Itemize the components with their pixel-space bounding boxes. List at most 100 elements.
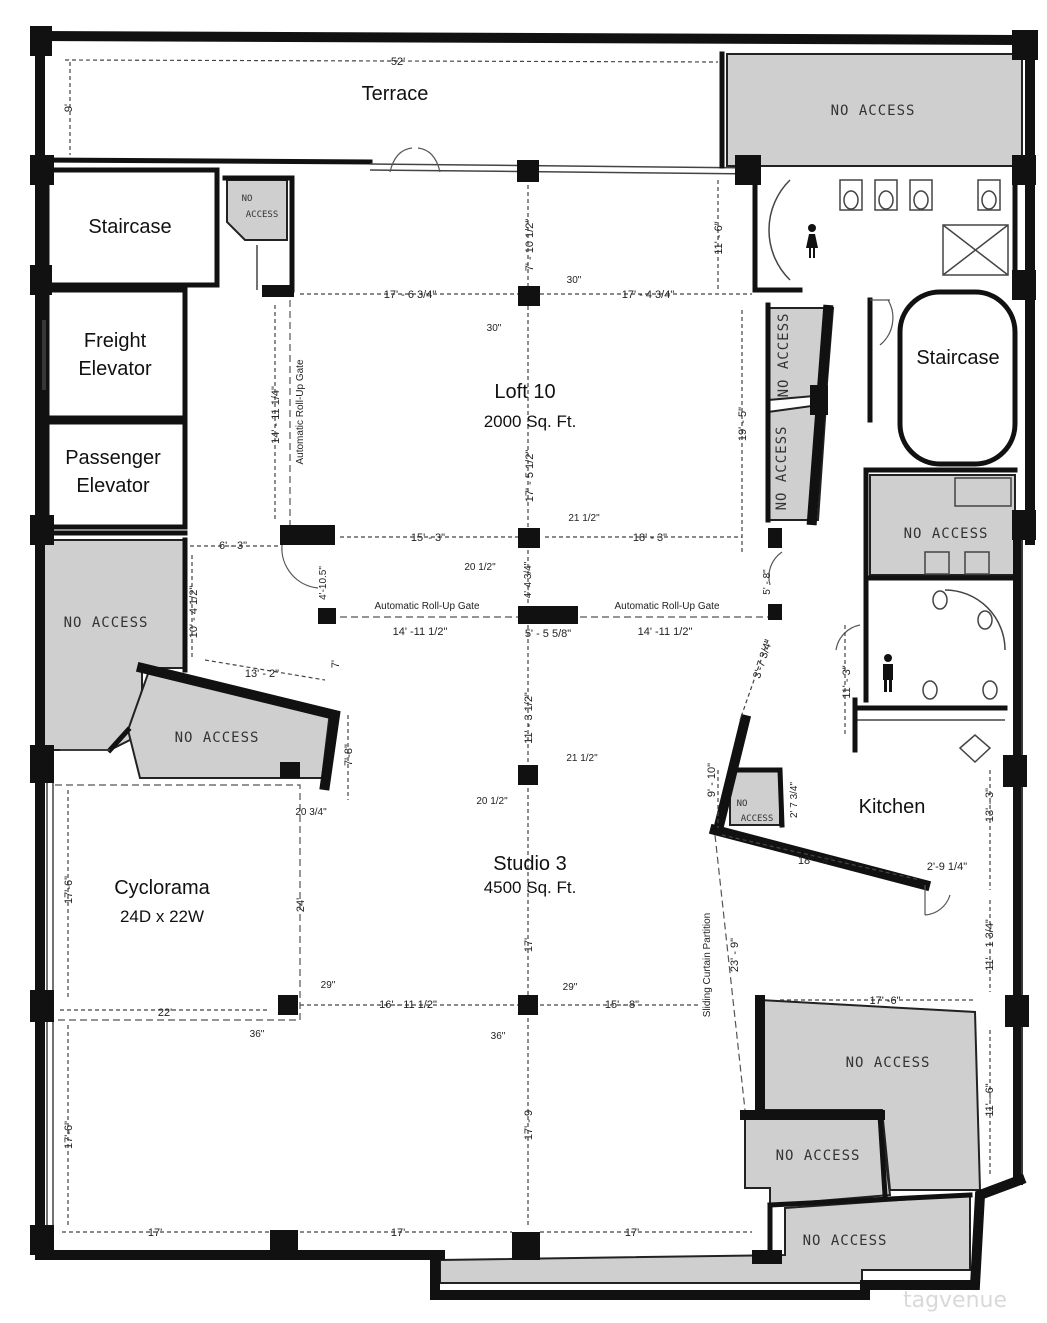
dim-label: 7'-8" bbox=[343, 744, 355, 766]
dim-label: 17' bbox=[625, 1227, 639, 1239]
passenger-label-1: Passenger bbox=[65, 447, 161, 469]
dim-label: 17' - 4 3/4" bbox=[622, 289, 675, 301]
dim-label: 3'-7 3/4" bbox=[751, 638, 775, 680]
dim-label: 20 1/2" bbox=[476, 796, 508, 807]
dim-label: 14' -11 1/2" bbox=[638, 626, 693, 638]
dim-label: 14' -11 1/2" bbox=[393, 626, 448, 638]
no-access-top-right bbox=[726, 53, 1023, 167]
gate-labels: Automatic Roll-Up Gate Automatic Roll-Up… bbox=[295, 359, 720, 1017]
dim-label: 17' - 5 1/2" bbox=[524, 450, 536, 503]
no-access-label: NO ACCESS bbox=[904, 526, 989, 542]
restroom-fixtures bbox=[768, 179, 1009, 700]
gate-lines bbox=[55, 300, 768, 1111]
freight-label-1: Freight bbox=[84, 330, 147, 352]
dim-label: 5' - 5 5/8" bbox=[525, 628, 571, 640]
dim-label: 24' bbox=[295, 898, 307, 912]
dim-label: 23' - 9" bbox=[729, 938, 741, 972]
no-access-areas bbox=[41, 53, 1023, 1284]
loft-name: Loft 10 bbox=[494, 381, 555, 403]
dim-label: 11' - 3 1/2" bbox=[523, 692, 535, 744]
terrace-label: Terrace bbox=[362, 83, 429, 105]
no-access-label: NO ACCESS bbox=[175, 730, 260, 746]
no-access-label: NO ACCESS bbox=[774, 426, 790, 511]
studio-name: Studio 3 bbox=[493, 853, 566, 875]
no-access-small-label: ACCESS bbox=[741, 814, 774, 824]
no-access-label: NO ACCESS bbox=[64, 615, 149, 631]
dim-label: 7' bbox=[330, 660, 342, 668]
left-core-walls bbox=[37, 167, 295, 536]
no-access-small-label: ACCESS bbox=[246, 210, 279, 220]
loft-area: 2000 Sq. Ft. bbox=[484, 412, 577, 431]
dim-label: 7' - 10 1/2" bbox=[524, 219, 536, 272]
dim-label: 21 1/2" bbox=[566, 753, 598, 764]
dim-label: 17' bbox=[523, 938, 535, 952]
dim-label: 11' - 6" bbox=[984, 1083, 996, 1116]
kitchen-sink bbox=[958, 734, 992, 764]
dim-label: 17' bbox=[148, 1227, 162, 1239]
dim-label: 36" bbox=[491, 1031, 506, 1042]
cyclorama-size: 24D x 22W bbox=[120, 907, 204, 926]
dim-label: 14' - 11 1/4" bbox=[270, 386, 282, 444]
passenger-label-2: Elevator bbox=[76, 475, 150, 497]
dim-label: 9' bbox=[63, 104, 75, 112]
dim-label: 17' - 6 3/4" bbox=[384, 289, 437, 301]
no-access-mid-right bbox=[869, 474, 1016, 576]
freight-label-2: Elevator bbox=[78, 358, 152, 380]
no-access-small-label: NO bbox=[737, 799, 748, 809]
dim-label: 13' - 3" bbox=[984, 788, 996, 822]
watermark: tagvenue bbox=[903, 1288, 1007, 1313]
staircase-left-label: Staircase bbox=[88, 216, 171, 238]
dim-label: 10' - 4 1/2" bbox=[188, 586, 200, 639]
staircase-right-label: Staircase bbox=[916, 347, 999, 369]
interior-walls bbox=[60, 302, 973, 1258]
no-access-label: NO ACCESS bbox=[776, 313, 792, 398]
curtain-partition-label: Sliding Curtain Partition bbox=[702, 913, 713, 1018]
dimension-labels: 52' 9' 17' - 6 3/4" 17' - 4 3/4" 7' - 10… bbox=[63, 56, 996, 1239]
no-access-label: NO ACCESS bbox=[846, 1055, 931, 1071]
roll-up-gate-label: Automatic Roll-Up Gate bbox=[374, 601, 479, 612]
watermark-text: tagvenue bbox=[903, 1288, 1007, 1313]
woman-icon bbox=[806, 224, 818, 258]
dim-label: 11' - 1 3/4" bbox=[984, 919, 996, 971]
dimension-lines bbox=[60, 59, 991, 1233]
roll-up-gate-label: Automatic Roll-Up Gate bbox=[295, 359, 306, 464]
kitchen-label: Kitchen bbox=[859, 796, 926, 818]
dim-label: 4'-4 3/4" bbox=[523, 561, 534, 598]
dim-label: 17' -6" bbox=[869, 995, 900, 1007]
dim-label: 18' - 3" bbox=[633, 532, 667, 544]
man-icon bbox=[883, 654, 893, 692]
dim-label: 13' - 2" bbox=[245, 668, 279, 680]
dim-label: 9' - 10" bbox=[706, 763, 718, 797]
dim-label: 15' - 3" bbox=[411, 532, 445, 544]
dim-label: 17'-6" bbox=[63, 1121, 75, 1149]
dim-label: 16' - 11 1/2" bbox=[379, 999, 437, 1011]
right-core-walls bbox=[752, 167, 1018, 753]
dim-label: 52' bbox=[391, 56, 405, 68]
dim-label: 2' 7 3/4" bbox=[789, 782, 800, 818]
dim-label: 11' - 3" bbox=[841, 665, 853, 698]
cyclorama-name: Cyclorama bbox=[114, 877, 210, 899]
dim-label: 36" bbox=[250, 1029, 265, 1040]
dim-label: 6' - 3" bbox=[219, 540, 247, 552]
no-access-label: NO ACCESS bbox=[803, 1233, 888, 1249]
dim-label: 30" bbox=[567, 275, 582, 286]
room-labels: Terrace Staircase Freight Elevator Passe… bbox=[65, 83, 1000, 926]
dim-label: 29" bbox=[321, 980, 336, 991]
no-access-labels: NO ACCESS NO ACCESS NO ACCESS NO ACCESS … bbox=[64, 103, 989, 1249]
dim-label: 20 1/2" bbox=[464, 562, 496, 573]
columns bbox=[30, 26, 1038, 1264]
doors bbox=[281, 147, 992, 916]
dim-label: 21 1/2" bbox=[568, 513, 600, 524]
dim-label: 20 3/4" bbox=[295, 807, 327, 818]
roll-up-gate-label: Automatic Roll-Up Gate bbox=[614, 601, 719, 612]
dim-label: 11' - 6" bbox=[713, 221, 725, 254]
dim-label: 22' bbox=[158, 1007, 172, 1019]
dim-label: 18' - 4" bbox=[798, 855, 832, 867]
dim-label: 5' - 8" bbox=[762, 569, 773, 595]
dim-label: 19' - 5" bbox=[737, 407, 749, 441]
no-access-small-label: NO bbox=[242, 194, 253, 204]
dim-label: 2'-9 1/4" bbox=[927, 861, 967, 873]
dim-label: 17'-6" bbox=[63, 876, 75, 904]
dim-label: 29" bbox=[563, 982, 578, 993]
